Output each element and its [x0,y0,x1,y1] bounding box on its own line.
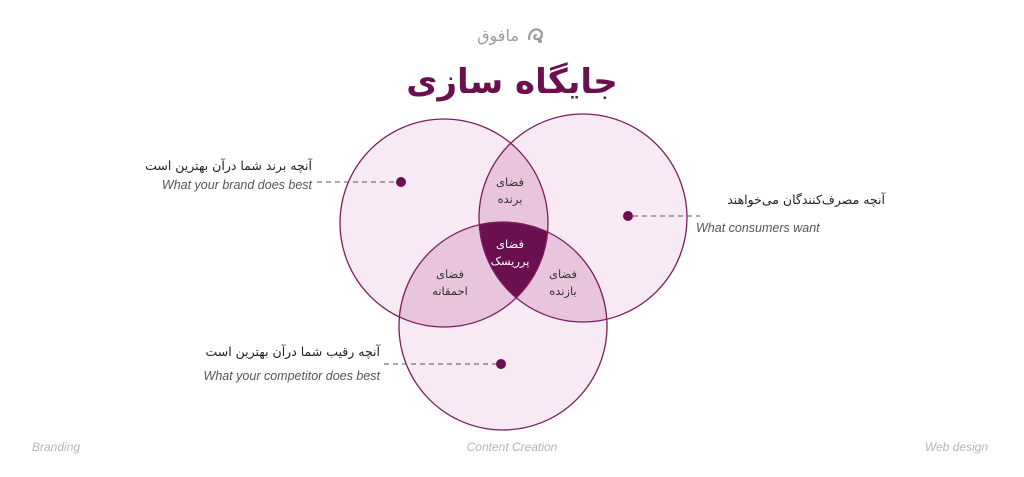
brand-label: آنچه برند شما درآن بهترین است What your … [120,158,312,193]
footer-web-design: Web design [924,440,988,454]
footer-branding: Branding [32,440,81,454]
consumers-label-en: What consumers want [696,221,820,235]
dot-consumers [623,211,633,221]
competitor-label: آنچه رقیب شما درآن بهترین است What your … [180,344,380,384]
competitor-label-fa: آنچه رقیب شما درآن بهترین است [205,344,380,359]
region-losing: فضای بازنده [549,267,577,298]
consumers-label-fa: آنچه مصرف‌کنندگان می‌خواهند [727,192,885,207]
footer-content-creation: Content Creation [466,440,558,454]
logo-text: مافوق [477,25,519,45]
dot-competitor [496,359,506,369]
dot-brand [396,177,406,187]
region-winning: فضای برنده [496,175,524,206]
region-foolish: فضای احمقانه [432,267,468,298]
brand-label-en: What your brand does best [161,178,312,192]
overlap-losing [479,222,607,322]
logo: مافوق [462,20,562,50]
mafogh-logo-icon [527,28,543,43]
page-title: جایگاه سازی [406,62,618,102]
consumers-label: آنچه مصرف‌کنندگان می‌خواهند What consume… [690,192,885,236]
competitor-label-en: What your competitor does best [203,369,380,383]
region-risky: فضای پرریسک [490,237,530,268]
brand-label-fa: آنچه برند شما درآن بهترین است [145,158,312,173]
